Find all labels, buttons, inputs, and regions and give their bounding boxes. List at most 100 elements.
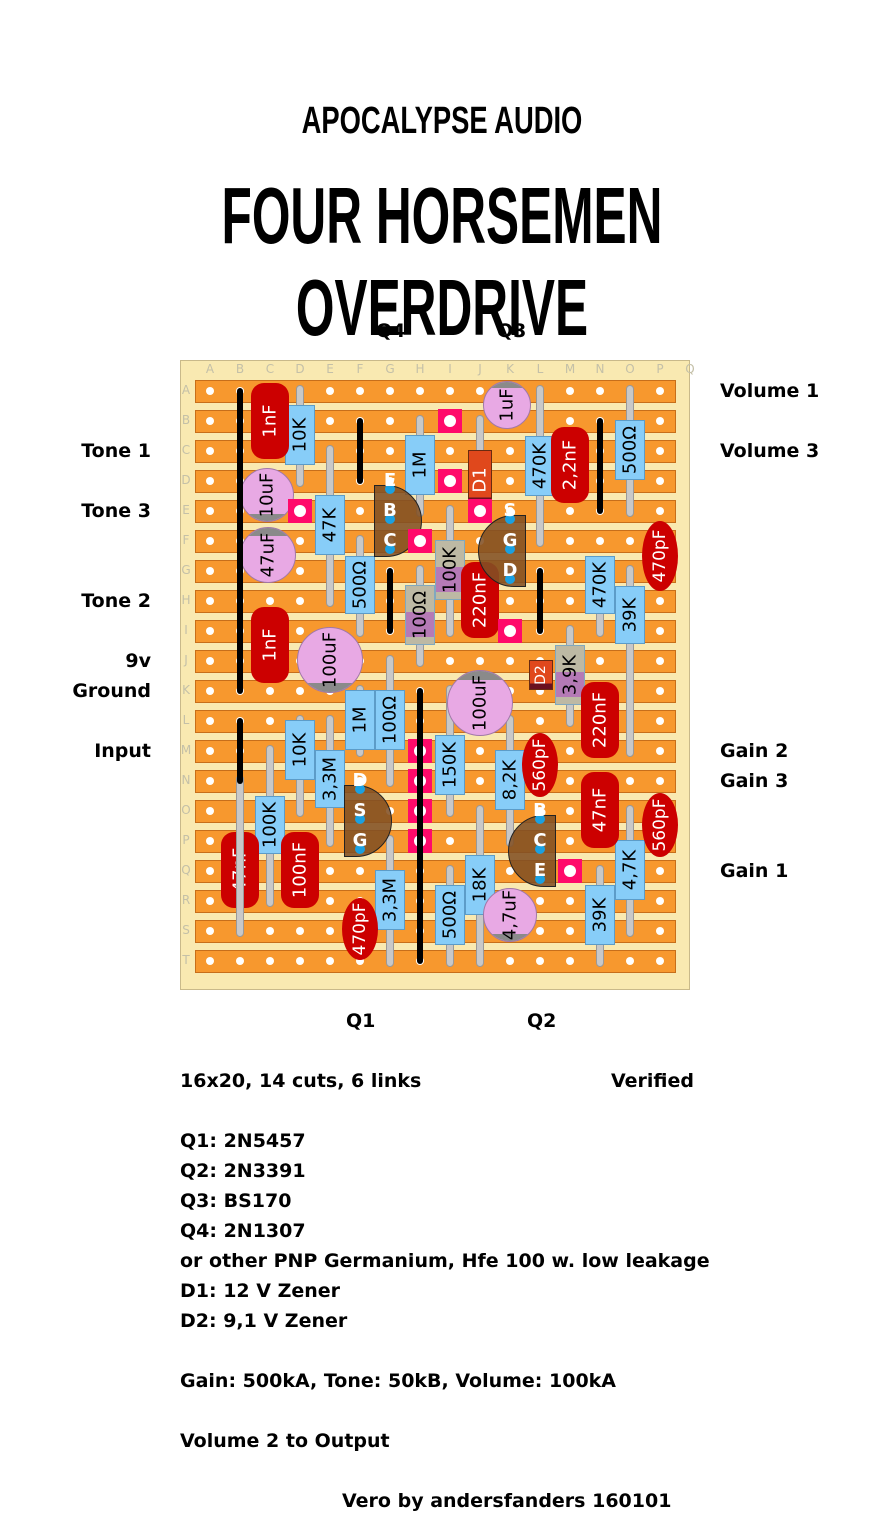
hole bbox=[386, 387, 394, 395]
capacitor-value: 220nF bbox=[589, 691, 611, 749]
hole bbox=[386, 447, 394, 455]
track-cut bbox=[558, 859, 582, 883]
copper-strip bbox=[195, 410, 676, 433]
hole bbox=[236, 957, 244, 965]
hole bbox=[566, 417, 574, 425]
hole bbox=[536, 927, 544, 935]
hole bbox=[566, 597, 574, 605]
ceramic-capacitor: 470pF bbox=[342, 898, 378, 960]
note-q3: Q3: BS170 bbox=[180, 1190, 292, 1212]
pin-label-q1: D bbox=[352, 770, 368, 791]
resistor: 100K bbox=[255, 796, 285, 854]
resistor: 100Ω bbox=[405, 585, 435, 645]
hole bbox=[266, 957, 274, 965]
column-letter: L bbox=[536, 362, 544, 376]
hole bbox=[476, 777, 484, 785]
hole bbox=[506, 867, 514, 875]
row-letter: A bbox=[181, 383, 191, 397]
film-capacitor: 47nF bbox=[581, 772, 619, 848]
hole bbox=[266, 717, 274, 725]
q3-label: Q3 bbox=[497, 320, 527, 342]
row-letter: F bbox=[182, 533, 190, 547]
hole bbox=[536, 807, 544, 815]
film-capacitor: 2,2nF bbox=[551, 427, 589, 503]
row-letter: M bbox=[180, 743, 192, 757]
resistor: 39K bbox=[615, 586, 645, 644]
pin-pad bbox=[355, 814, 365, 824]
diode-label: D2 bbox=[533, 665, 549, 685]
hole bbox=[566, 957, 574, 965]
hole bbox=[296, 927, 304, 935]
pin-label-q4: B bbox=[383, 500, 397, 521]
track-cut bbox=[288, 499, 312, 523]
hole bbox=[446, 447, 454, 455]
capacitor-value: 47uF bbox=[257, 532, 279, 578]
hole bbox=[446, 657, 454, 665]
hole bbox=[206, 837, 214, 845]
film-capacitor: 1nF bbox=[251, 383, 289, 459]
column-letter: M bbox=[564, 362, 576, 376]
pin-pad bbox=[385, 484, 395, 494]
conn-input: Input bbox=[94, 740, 151, 762]
resistor-value: 500Ω bbox=[349, 560, 371, 610]
hole bbox=[356, 957, 364, 965]
pin-label-q4: E bbox=[383, 470, 397, 491]
resistor-value: 1M bbox=[409, 451, 431, 479]
note-q4: Q4: 2N1307 bbox=[180, 1220, 306, 1242]
hole bbox=[206, 447, 214, 455]
electrolytic-capacitor: 10uF bbox=[240, 468, 294, 522]
conn-volume-1: Volume 1 bbox=[720, 380, 820, 402]
hole bbox=[476, 387, 484, 395]
hole bbox=[446, 387, 454, 395]
hole bbox=[206, 897, 214, 905]
pin-label-q3: S bbox=[503, 500, 517, 521]
hole bbox=[266, 687, 274, 695]
electrolytic-capacitor: 47uF bbox=[240, 527, 296, 583]
resistor: 1M bbox=[345, 690, 375, 750]
column-letter: O bbox=[625, 362, 635, 376]
polarity-band bbox=[241, 528, 295, 536]
resistor: 470K bbox=[585, 556, 615, 614]
film-capacitor: 100nF bbox=[281, 832, 319, 908]
hole bbox=[296, 627, 304, 635]
conn-ground: Ground bbox=[72, 680, 151, 702]
row-letter: T bbox=[182, 953, 190, 967]
row-letter: N bbox=[181, 773, 191, 787]
hole bbox=[476, 747, 484, 755]
row-letter: J bbox=[184, 653, 188, 667]
hole bbox=[566, 537, 574, 545]
resistor-value: 39K bbox=[619, 597, 641, 633]
column-letter: F bbox=[356, 362, 364, 376]
resistor: 8,2K bbox=[495, 750, 525, 810]
hole bbox=[326, 957, 334, 965]
wire-link bbox=[357, 418, 363, 484]
column-letter: B bbox=[235, 362, 245, 376]
hole bbox=[656, 747, 664, 755]
hole bbox=[656, 777, 664, 785]
q1-label: Q1 bbox=[346, 1010, 376, 1032]
copper-strip bbox=[195, 380, 676, 403]
hole bbox=[656, 477, 664, 485]
note-q4-alt: or other PNP Germanium, Hfe 100 w. low l… bbox=[180, 1250, 710, 1272]
column-letter: I bbox=[448, 362, 452, 376]
hole bbox=[566, 777, 574, 785]
copper-strip bbox=[195, 710, 676, 733]
pin-pad bbox=[505, 574, 515, 584]
electrolytic-capacitor: 100uF bbox=[447, 670, 513, 736]
column-letter: C bbox=[265, 362, 275, 376]
ceramic-capacitor: 470pF bbox=[642, 521, 678, 591]
pin-pad bbox=[505, 514, 515, 524]
pin-pad bbox=[535, 874, 545, 884]
hole bbox=[656, 417, 664, 425]
hole bbox=[656, 867, 664, 875]
hole bbox=[506, 507, 514, 515]
hole bbox=[416, 387, 424, 395]
hole bbox=[506, 957, 514, 965]
polarity-band bbox=[484, 382, 530, 389]
row-letter: E bbox=[182, 503, 190, 517]
hole bbox=[206, 597, 214, 605]
hole bbox=[566, 807, 574, 815]
hole bbox=[326, 897, 334, 905]
brand-text: APOCALYPSE AUDIO bbox=[301, 100, 583, 142]
row-letter: I bbox=[184, 623, 188, 637]
